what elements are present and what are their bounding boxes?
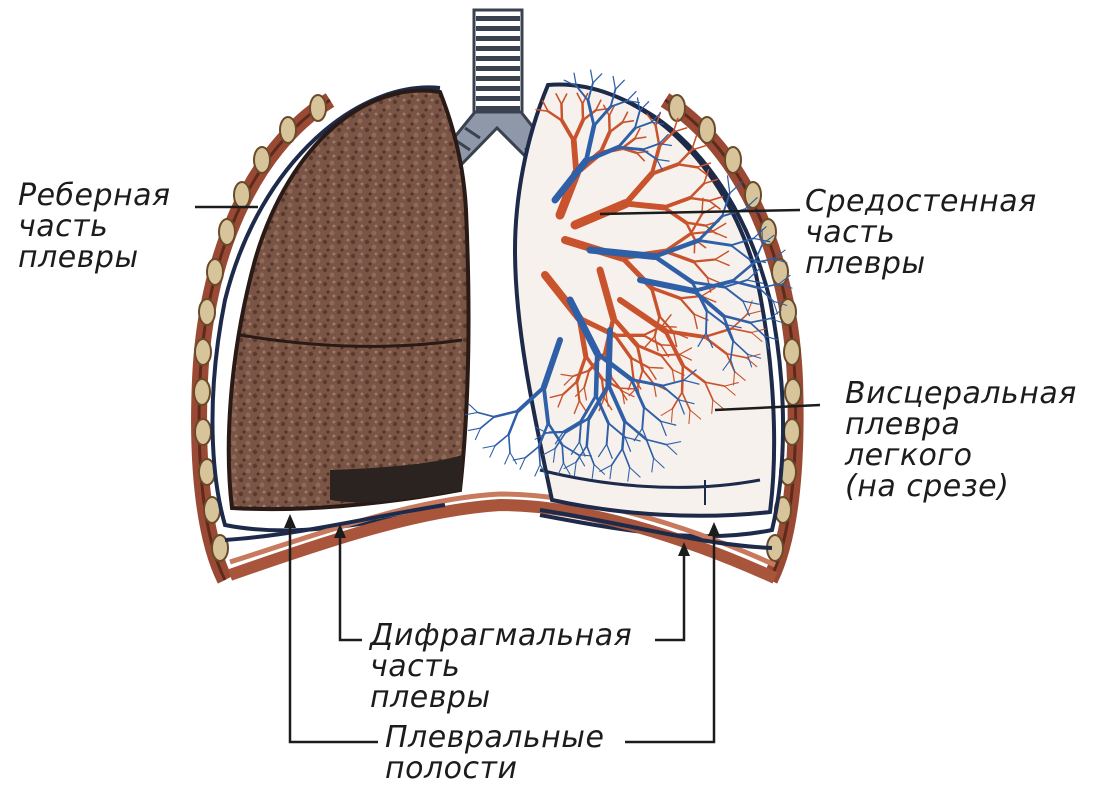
rib-icon [234, 182, 250, 208]
rib-icon [745, 182, 761, 208]
rib-icon [310, 95, 326, 121]
mediastinal-pleura-label: Средостенная часть плевры [805, 186, 1037, 279]
rib-icon [784, 419, 800, 445]
visceral-line-1: Висцеральная [845, 378, 1077, 409]
mediastinal-line-3: плевры [805, 248, 1037, 279]
diaphragmatic-line-1: Дифрагмальная [370, 620, 632, 651]
rib-icon [725, 147, 741, 173]
visceral-line-2: плевра [845, 409, 1077, 440]
costal-pleura-label: Реберная часть плевры [18, 180, 171, 273]
costal-line-2: часть [18, 211, 171, 242]
visceral-line-4: (на срезе) [845, 471, 1077, 502]
cavities-line-2: полости [385, 753, 604, 784]
rib-icon [784, 339, 800, 365]
visceral-pleura-label: Висцеральная плевра легкого (на срезе) [845, 378, 1077, 502]
rib-icon [699, 117, 715, 143]
costal-line-3: плевры [18, 242, 171, 273]
rib-icon [195, 339, 211, 365]
pleural-cavities-label: Плевральные полости [385, 722, 604, 784]
diaphragmatic-line-3: плевры [370, 682, 632, 713]
cavities-line-1: Плевральные [385, 722, 604, 753]
mediastinal-line-1: Средостенная [805, 186, 1037, 217]
rib-icon [254, 147, 270, 173]
rib-icon [219, 219, 235, 245]
diaphragmatic-pleura-label: Дифрагмальная часть плевры [370, 620, 632, 713]
visceral-line-3: легкого [845, 440, 1077, 471]
rib-icon [785, 379, 801, 405]
costal-line-1: Реберная [18, 180, 171, 211]
mediastinal-line-2: часть [805, 217, 1037, 248]
rib-icon [207, 259, 223, 285]
rib-icon [669, 95, 685, 121]
rib-icon [780, 299, 796, 325]
rib-icon [195, 419, 211, 445]
diaphragmatic-line-2: часть [370, 651, 632, 682]
rib-icon [199, 299, 215, 325]
rib-icon [280, 117, 296, 143]
rib-icon [194, 379, 210, 405]
